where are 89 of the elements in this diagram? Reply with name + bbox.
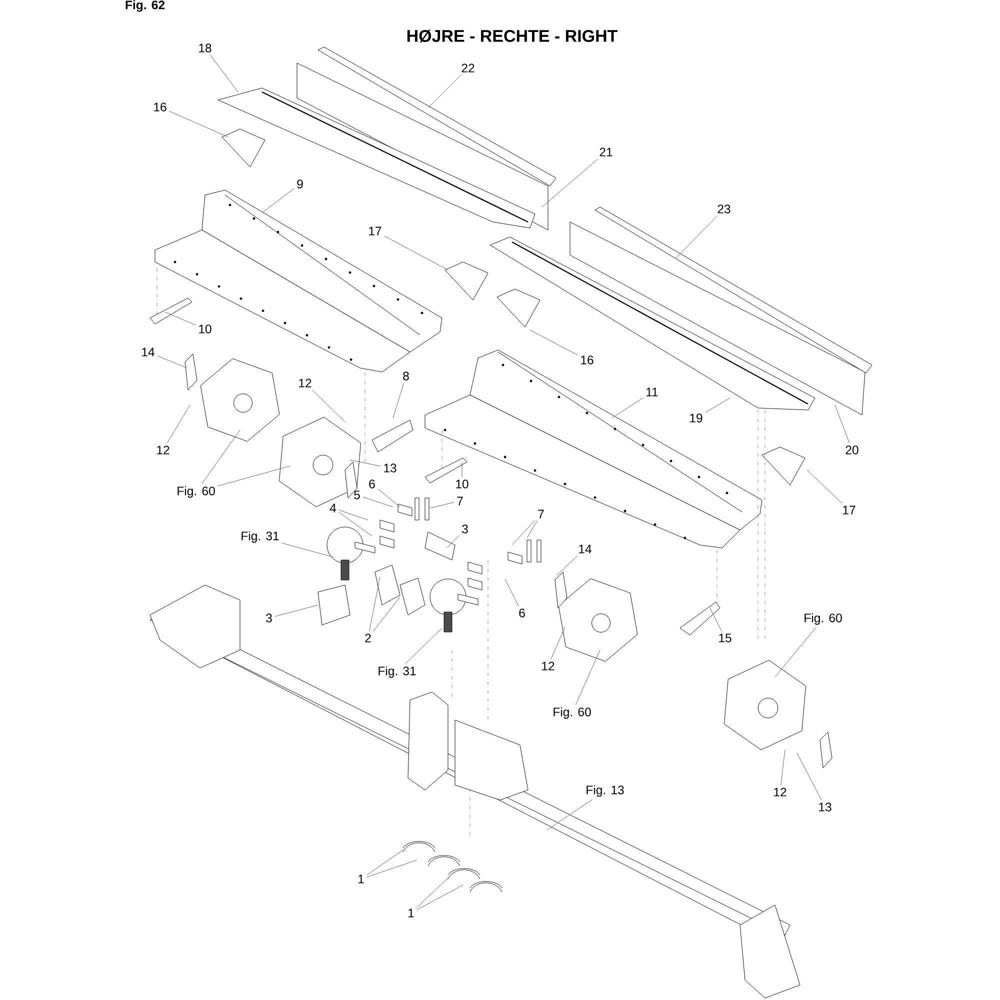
leader-line: [366, 860, 418, 878]
callout-number: Fig. 31: [378, 666, 416, 678]
leader-line: [546, 799, 593, 830]
leader-line: [416, 884, 464, 910]
leader-line: [405, 628, 442, 664]
callout-number: 23: [718, 204, 730, 214]
leader-line: [218, 466, 290, 486]
leader-line: [530, 330, 578, 356]
callout-number: 2: [365, 634, 371, 642]
callout-number: 15: [719, 634, 732, 642]
leader-line: [373, 596, 400, 632]
leader-line: [676, 216, 718, 258]
callout-number: 12: [542, 662, 554, 670]
leader-line: [166, 404, 190, 444]
callout-number: 6: [369, 480, 375, 488]
leader-line: [338, 512, 372, 536]
callout-number: 1: [358, 874, 364, 884]
leader-line: [542, 158, 598, 208]
leader-line: [428, 74, 462, 108]
leader-line: [392, 382, 404, 418]
leader-line: [312, 390, 346, 422]
leader-line: [556, 556, 578, 576]
leader-line: [384, 236, 448, 270]
leader-line: [366, 850, 404, 876]
leader-line: [157, 356, 188, 368]
callout-number: 14: [579, 544, 592, 554]
leader-line: [282, 542, 334, 558]
callout-number: 16: [154, 102, 166, 112]
leader-line: [780, 750, 786, 786]
callout-number: 4: [330, 504, 336, 512]
callout-number: 22: [462, 64, 474, 72]
leader-line: [416, 878, 448, 908]
leader-line: [796, 752, 822, 800]
leader-line: [369, 576, 380, 632]
leader-line: [362, 496, 394, 508]
leader-line: [710, 608, 722, 632]
callout-number: 18: [199, 44, 212, 52]
callout-number: 12: [774, 788, 786, 796]
leader-line: [612, 398, 644, 418]
callout-number: Fig. 31: [242, 531, 279, 543]
callout-number: 10: [199, 324, 212, 334]
leader-line: [164, 312, 196, 326]
callout-number: Fig. 60: [804, 613, 842, 625]
callout-number: 17: [843, 506, 856, 514]
callout-number: 9: [297, 180, 303, 188]
callout-number: 20: [846, 446, 858, 454]
leader-line: [338, 510, 368, 520]
title: HØJRE - RECHTE - RIGHT: [407, 30, 618, 42]
leader-line: [350, 460, 381, 466]
leader-line: [446, 535, 460, 548]
callout-number: 3: [462, 524, 468, 534]
leader-line: [169, 110, 228, 138]
callout-number: 13: [819, 802, 832, 812]
leader-line: [575, 650, 600, 705]
callout-number: 19: [690, 414, 702, 422]
callout-number: Fig. 60: [178, 486, 215, 498]
leader-line: [512, 520, 536, 546]
leader-line: [274, 604, 318, 617]
leader-line: [806, 470, 842, 504]
leader-line: [705, 398, 730, 413]
leader-line: [202, 430, 240, 484]
leader-line: [504, 578, 519, 606]
callout-number: 7: [457, 496, 463, 506]
callout-number: 1: [408, 908, 414, 918]
callout-number: 21: [600, 148, 612, 156]
callout-number: 13: [384, 464, 396, 472]
callout-number: 3: [266, 614, 272, 622]
leader-line: [378, 488, 400, 508]
leader-line: [834, 404, 850, 444]
callout-number: 10: [456, 480, 468, 488]
callout-number: 6: [519, 608, 525, 618]
callout-number: 7: [538, 510, 544, 518]
callout-number: 16: [581, 356, 594, 364]
leader-line: [526, 520, 538, 538]
callout-number: 12: [299, 378, 312, 388]
callout-number: Fig. 60: [554, 707, 591, 719]
callout-number: 11: [646, 388, 658, 396]
leader-line: [550, 626, 566, 660]
callout-number: 8: [403, 372, 409, 380]
leader-line: [262, 188, 294, 212]
callout-number: 12: [157, 446, 170, 454]
callout-number: 14: [142, 348, 154, 356]
leader-line: [774, 627, 816, 678]
callout-number: 5: [354, 490, 360, 500]
leader-line: [210, 54, 238, 92]
callout-number: Fig. 13: [586, 785, 624, 797]
leader-line: [430, 502, 454, 508]
figure-number: Fig. 62: [126, 0, 165, 12]
callout-number: 17: [369, 226, 382, 236]
